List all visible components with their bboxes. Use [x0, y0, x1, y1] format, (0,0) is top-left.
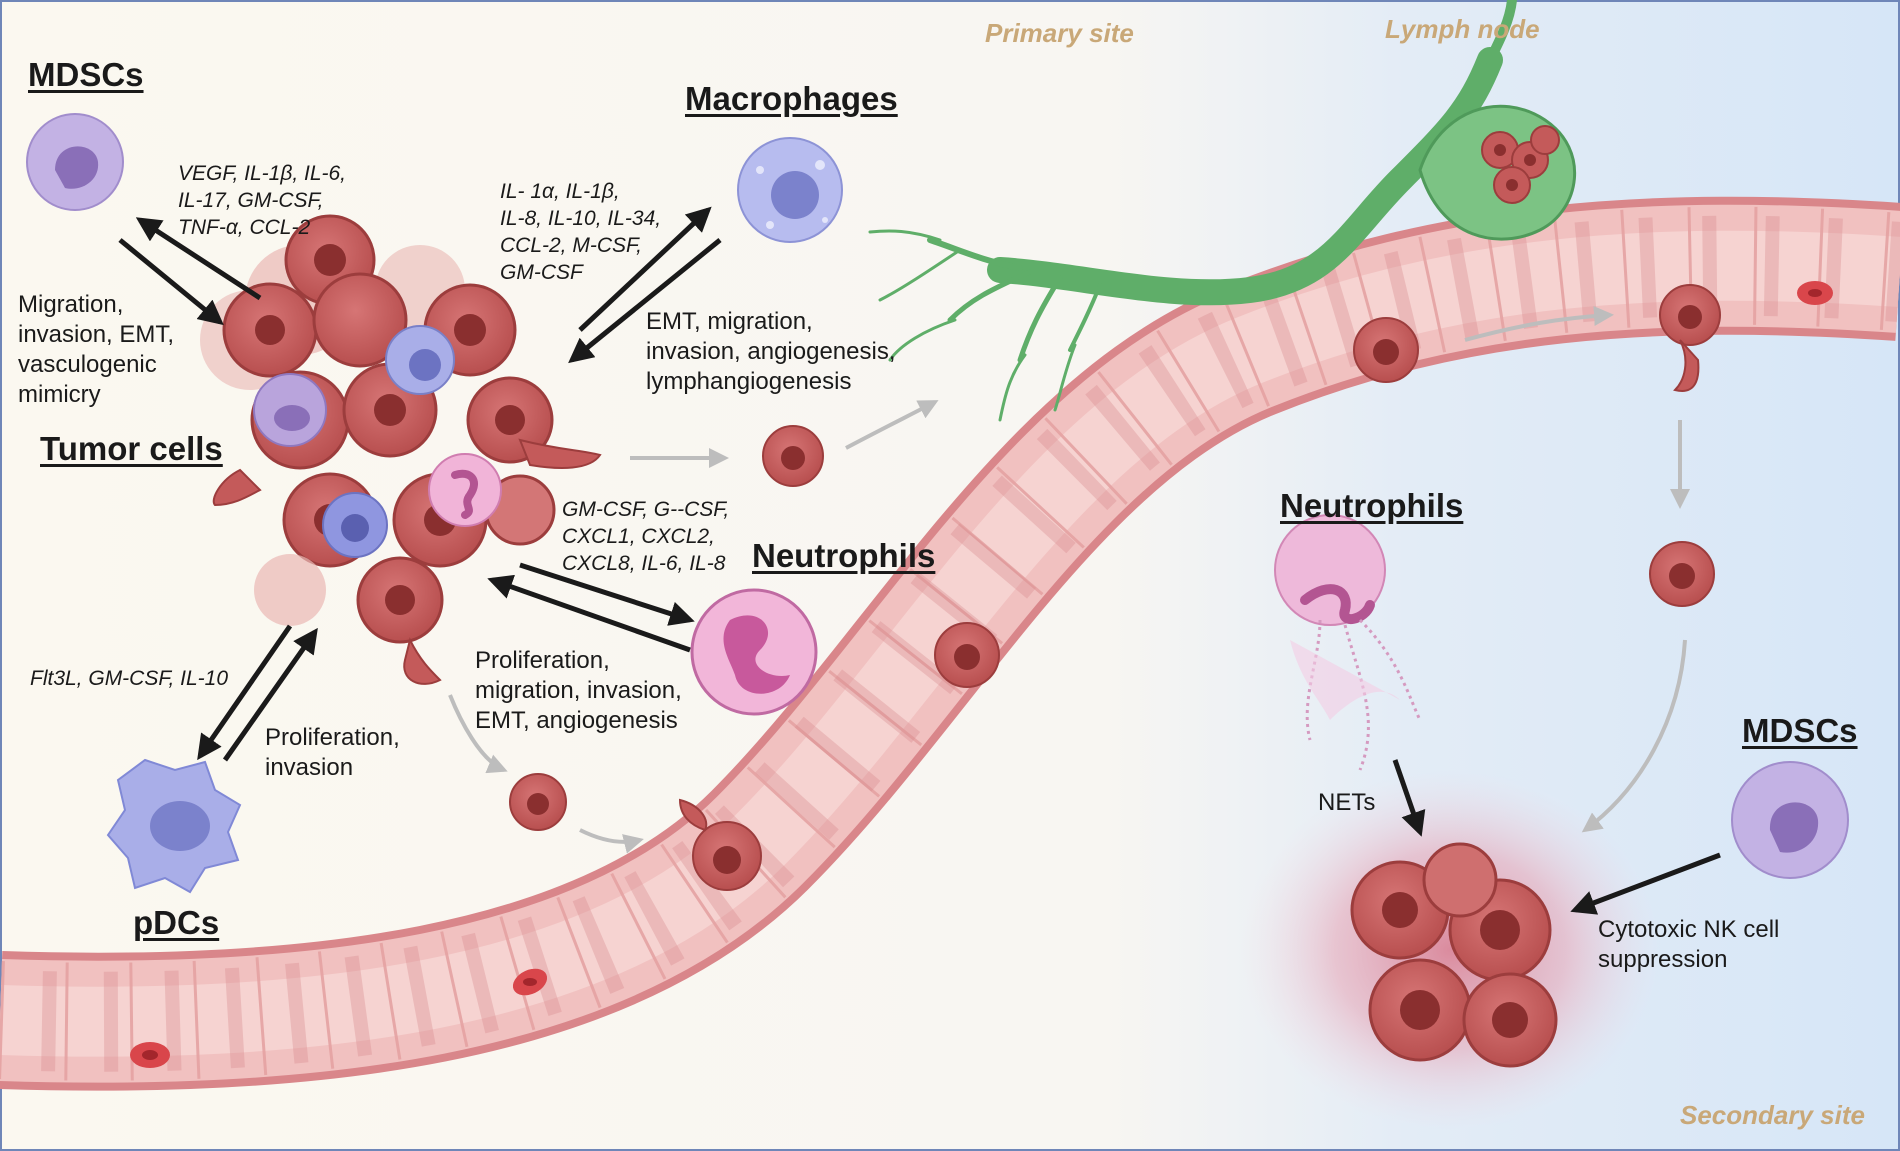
molecule-line: CXCL8, IL-6, IL-8 [562, 552, 726, 575]
effect-line: mimicry [18, 381, 101, 408]
circulating-tumor-cells [509, 284, 1721, 891]
effect-line: Proliferation, [475, 647, 610, 674]
effect-line: vasculogenic [18, 351, 157, 378]
mdsc-cell-top [26, 113, 124, 211]
primary-tumor [200, 214, 602, 685]
effect-line: Migration, [18, 291, 124, 318]
effect-line: lymphangiogenesis [646, 368, 852, 395]
molecule-line: TNF-α, CCL-2 [178, 216, 311, 239]
secondary-tumor [1240, 770, 1660, 1130]
pdc-cell [106, 758, 242, 894]
mdsc-effects: Migration, invasion, EMT, vasculogenic m… [18, 290, 218, 410]
effect-line: Proliferation, [265, 724, 400, 751]
nk-suppression-effects: Cytotoxic NK cell suppression [1598, 915, 1858, 975]
effect-line: Cytotoxic NK cell [1598, 916, 1780, 943]
macrophage-cell [737, 137, 843, 243]
molecule-line: GM-CSF [500, 261, 583, 284]
pdc-molecules: Flt3L, GM-CSF, IL-10 [30, 667, 229, 690]
neutrophils-title-right: Neutrophils [1280, 487, 1464, 524]
pdcs-title: pDCs [133, 904, 220, 941]
neutrophil-cell-right [1274, 514, 1422, 771]
molecule-line: CXCL1, CXCL2, [562, 525, 715, 548]
neutrophil-effects: Proliferation, migration, invasion, EMT,… [475, 646, 735, 736]
nets-label: NETs [1318, 789, 1376, 816]
blood-vessel [0, 196, 1900, 1091]
lymph-node [1418, 104, 1577, 241]
neutrophils-title-mid: Neutrophils [752, 537, 936, 574]
secondary-site-label: Secondary site [1680, 1100, 1865, 1130]
mdsc-cell-right [1731, 761, 1849, 879]
molecule-line: IL-8, IL-10, IL-34, [500, 207, 662, 230]
mdsc-title-top: MDSCs [28, 56, 144, 93]
effect-line: suppression [1598, 946, 1728, 973]
macrophage-molecules: IL- 1α, IL-1β, IL-8, IL-10, IL-34, CCL-2… [500, 178, 720, 286]
macrophage-effects: EMT, migration, invasion, angiogenesis, … [646, 307, 946, 397]
primary-site-label: Primary site [985, 18, 1134, 48]
mdsc-molecules: VEGF, IL-1β, IL-6, IL-17, GM-CSF, TNF-α,… [178, 160, 398, 241]
lymph-node-label: Lymph node [1385, 14, 1540, 44]
molecule-line: IL- 1α, IL-1β, [500, 180, 620, 203]
effect-line: migration, invasion, [475, 677, 682, 704]
neutrophil-cell-mid [690, 588, 818, 716]
macrophages-title: Macrophages [685, 80, 898, 117]
interaction-arrows [118, 206, 1721, 915]
tumor-cells-title: Tumor cells [40, 430, 223, 467]
pdc-effects: Proliferation, invasion [265, 723, 445, 783]
molecule-line: IL-17, GM-CSF, [178, 189, 324, 212]
migration-arrows [448, 305, 1690, 854]
mdsc-title-right: MDSCs [1742, 712, 1858, 749]
effect-line: invasion, angiogenesis, [646, 338, 896, 365]
effect-line: EMT, angiogenesis [475, 707, 678, 734]
molecule-line: GM-CSF, G--CSF, [562, 498, 730, 521]
molecule-line: VEGF, IL-1β, IL-6, [178, 162, 347, 185]
effect-line: invasion, EMT, [18, 321, 175, 348]
neutrophil-molecules: GM-CSF, G--CSF, CXCL1, CXCL2, CXCL8, IL-… [562, 496, 792, 577]
molecule-line: CCL-2, M-CSF, [500, 234, 642, 257]
effect-line: EMT, migration, [646, 308, 813, 335]
effect-line: invasion [265, 754, 354, 781]
